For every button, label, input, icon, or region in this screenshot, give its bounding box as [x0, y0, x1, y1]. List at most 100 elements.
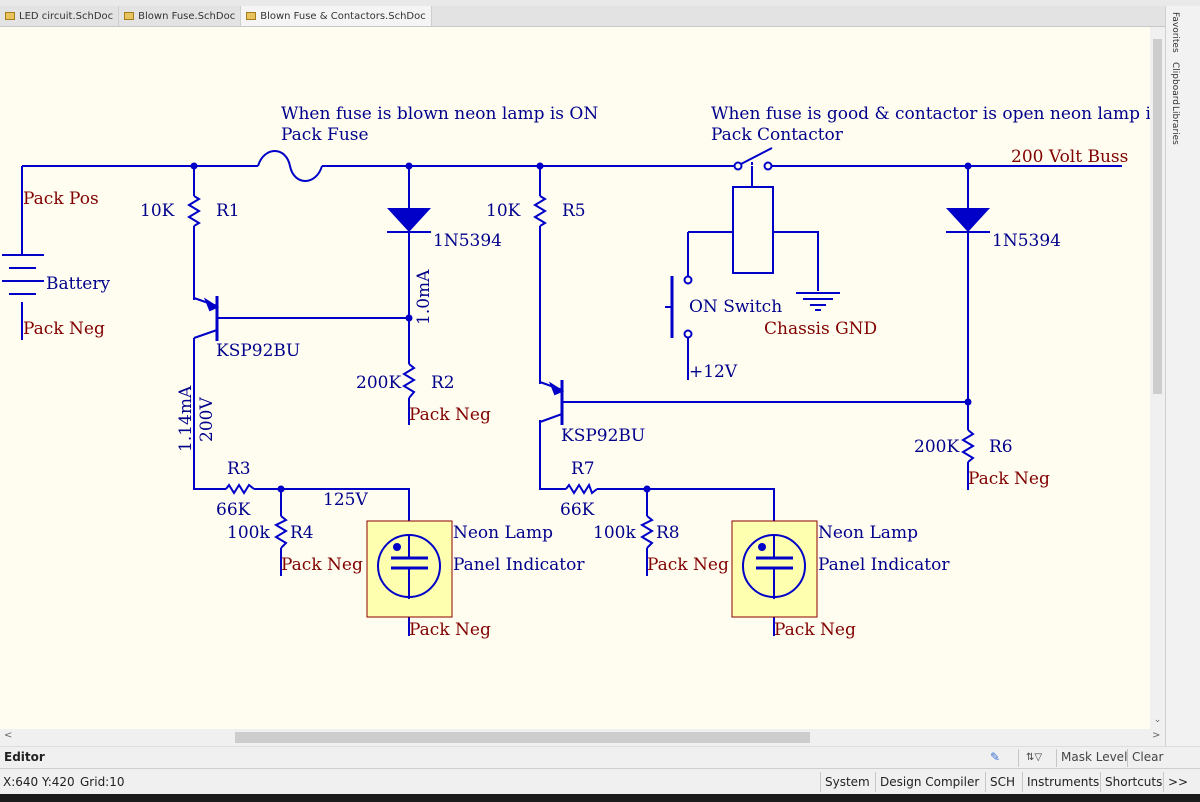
tab-label: Blown Fuse.SchDoc	[138, 10, 236, 22]
tab-blown-fuse[interactable]: Blown Fuse.SchDoc	[119, 6, 242, 26]
side-panel-strip: Favorites Clipboard Libraries	[1165, 6, 1200, 746]
schdoc-icon	[124, 12, 135, 20]
r8-value: 100k	[593, 523, 636, 543]
r5-value: 10K	[486, 201, 521, 221]
pack-pos-label: Pack Pos	[23, 189, 99, 209]
note-contactor-open: When fuse is good & contactor is open ne…	[711, 104, 1150, 124]
horizontal-scroll-thumb[interactable]	[235, 732, 810, 743]
neon-lamp-2	[731, 520, 818, 618]
panel-tab-favorites[interactable]: Favorites	[1170, 12, 1180, 53]
transistor-q1	[193, 296, 220, 341]
mask-level-button[interactable]: Mask Level	[1061, 750, 1128, 764]
schematic-drawing: When fuse is blown neon lamp is ON Pack …	[2, 104, 1150, 640]
r6-value: 200K	[914, 437, 959, 457]
battery-label: Battery	[46, 274, 110, 294]
r2-value: 200K	[356, 373, 401, 393]
push-switch	[665, 275, 693, 339]
status-button-system[interactable]: System	[820, 772, 874, 792]
resistor-r2	[402, 363, 416, 399]
resistor-r3	[225, 483, 255, 495]
lamp2-line2: Panel Indicator	[818, 555, 950, 575]
resistor-r1	[187, 195, 201, 227]
voltage-200v: 200V	[197, 397, 217, 442]
status-button-instruments[interactable]: Instruments	[1022, 772, 1103, 792]
r7-designator: R7	[571, 459, 595, 479]
contactor-label: Pack Contactor	[711, 125, 844, 145]
pack-neg-r6: Pack Neg	[968, 469, 1050, 489]
r8-designator: R8	[656, 523, 680, 543]
r1-designator: R1	[216, 201, 240, 221]
chassis-ground-symbol	[796, 292, 840, 311]
transistor-q2	[539, 380, 565, 425]
junctions	[190, 162, 972, 493]
r3-value: 66K	[216, 500, 251, 520]
status-button-sch[interactable]: SCH	[985, 772, 1019, 792]
cursor-coordinates: X:640 Y:420	[3, 775, 75, 789]
note-fuse-blown: When fuse is blown neon lamp is ON	[281, 104, 598, 124]
r7-value: 66K	[560, 500, 595, 520]
grid-size: Grid:10	[80, 775, 125, 789]
schdoc-icon	[246, 12, 257, 20]
pack-neg-r2: Pack Neg	[409, 405, 491, 425]
diode-d1	[387, 208, 431, 233]
d2-label: 1N5394	[992, 231, 1061, 251]
r4-value: 100k	[227, 523, 270, 543]
pack-neg-r8: Pack Neg	[647, 555, 729, 575]
current-1ma: 1.0mA	[414, 269, 434, 325]
r2-designator: R2	[431, 373, 455, 393]
resistor-r7	[565, 482, 598, 495]
more-button[interactable]: >>	[1163, 772, 1192, 792]
plus12v-label: +12V	[689, 362, 738, 382]
clear-button[interactable]: Clear	[1132, 750, 1164, 764]
pack-neg-battery: Pack Neg	[23, 319, 105, 339]
status-button-design-compiler[interactable]: Design Compiler	[875, 772, 983, 792]
vertical-scrollbar[interactable]: ⌄	[1150, 27, 1165, 729]
panel-tab-clipboard[interactable]: Clipboard	[1170, 62, 1180, 105]
d1-label: 1N5394	[433, 231, 502, 251]
q1-label: KSP92BU	[216, 341, 300, 361]
pack-neg-lamp1: Pack Neg	[409, 620, 491, 640]
tab-blown-fuse-contactors[interactable]: Blown Fuse & Contactors.SchDoc	[241, 6, 432, 26]
resistor-r6	[961, 429, 975, 463]
fuse-symbol	[257, 150, 323, 182]
tab-label: Blown Fuse & Contactors.SchDoc	[260, 10, 426, 22]
pack-neg-lamp2: Pack Neg	[774, 620, 856, 640]
editor-bar: Editor ✎ ⇅▽ Mask Level Clear	[0, 746, 1200, 769]
r5-designator: R5	[562, 201, 586, 221]
q2-label: KSP92BU	[561, 426, 645, 446]
chassis-gnd-label: Chassis GND	[764, 319, 877, 339]
contactor-switch	[732, 147, 774, 274]
pencil-icon[interactable]: ✎	[990, 750, 1001, 764]
title-strip	[0, 0, 1200, 6]
scroll-right-icon[interactable]: >	[1152, 730, 1161, 741]
voltage-125v: 125V	[323, 490, 368, 510]
diode-d2	[946, 208, 990, 233]
switch-label: ON Switch	[689, 297, 782, 317]
scroll-left-icon[interactable]: <	[4, 730, 13, 741]
vertical-scroll-thumb[interactable]	[1153, 39, 1162, 394]
editor-label: Editor	[4, 750, 45, 764]
resistor-r4	[273, 515, 288, 549]
tab-label: LED circuit.SchDoc	[19, 10, 114, 22]
horizontal-scrollbar[interactable]: < >	[0, 729, 1165, 746]
schdoc-icon	[5, 12, 15, 20]
buss-label: 200 Volt Buss	[1011, 147, 1128, 167]
scroll-down-icon[interactable]: ⌄	[1153, 715, 1162, 725]
divider	[1056, 749, 1057, 767]
r6-designator: R6	[989, 437, 1013, 457]
current-114ma: 1.14mA	[176, 385, 196, 452]
tab-led-circuit[interactable]: LED circuit.SchDoc	[0, 6, 120, 26]
battery-symbol	[2, 254, 44, 295]
taskbar	[0, 794, 1200, 802]
r4-designator: R4	[290, 523, 314, 543]
filter-icon[interactable]: ⇅▽	[1026, 752, 1043, 763]
pack-neg-r4: Pack Neg	[281, 555, 363, 575]
status-button-shortcuts[interactable]: Shortcuts	[1100, 772, 1166, 792]
r1-value: 10K	[140, 201, 175, 221]
resistors	[187, 195, 975, 549]
neon-lamp-1	[366, 520, 453, 618]
fuse-label: Pack Fuse	[281, 125, 369, 145]
panel-tab-libraries[interactable]: Libraries	[1170, 106, 1180, 145]
schematic-canvas[interactable]: When fuse is blown neon lamp is ON Pack …	[0, 27, 1150, 729]
r3-designator: R3	[227, 459, 251, 479]
